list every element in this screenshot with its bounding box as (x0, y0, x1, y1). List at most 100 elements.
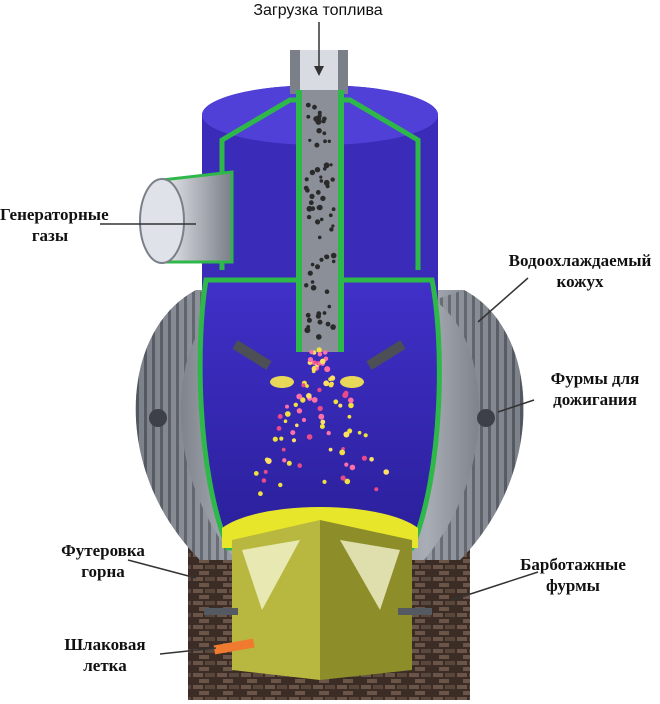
fuel-granule (322, 311, 327, 315)
fuel-granule (331, 259, 336, 264)
label-afterburning-tuyeres-line1: Фурмы для (550, 369, 640, 388)
burning-particle (320, 419, 326, 425)
fuel-granule (315, 115, 322, 122)
burning-particle (301, 383, 306, 388)
fuel-granule (330, 324, 336, 330)
burning-particles (253, 347, 390, 497)
burning-particle (361, 455, 367, 461)
burning-particle (348, 402, 354, 409)
burning-particle (317, 405, 323, 412)
fuel-granule (304, 283, 309, 288)
label-afterburning-tuyeres-line2: дожигания (553, 390, 637, 409)
fuel-granule (315, 190, 321, 195)
burning-particle (297, 463, 303, 468)
burning-particle (344, 478, 351, 485)
label-hearth-lining-line1: Футеровка (61, 541, 145, 560)
label-hearth-lining: Футеровка горна (38, 540, 168, 582)
fuel-granule (327, 139, 331, 143)
burning-particle (296, 393, 303, 400)
burning-particle (328, 447, 333, 452)
shell-tuyere-bolt-right (477, 409, 495, 427)
fuel-granule (312, 104, 317, 110)
fuel-granule (308, 200, 314, 206)
burning-particle (339, 449, 346, 456)
burning-particle (265, 458, 272, 464)
fuel-granule (320, 195, 326, 202)
burning-particle (383, 469, 390, 475)
fuel-granule (331, 224, 335, 228)
burning-particle (253, 471, 259, 476)
burning-particle (317, 387, 322, 393)
burning-particle (296, 408, 303, 414)
fuel-granule (330, 177, 335, 182)
label-water-cooled-jacket-line2: кожух (556, 272, 604, 291)
burning-particle (369, 457, 374, 462)
burning-particle (319, 424, 325, 429)
fuel-granule (329, 227, 334, 232)
fuel-granule (306, 317, 312, 323)
fuel-granule (310, 280, 315, 284)
burning-particle (340, 475, 346, 481)
afterburning-tuyere-left (232, 340, 294, 388)
fuel-granule (315, 219, 321, 225)
fuel-granule (305, 188, 310, 193)
burning-particle (293, 402, 298, 407)
fuel-granule (317, 110, 322, 115)
burning-particle (300, 397, 306, 403)
burning-particle (324, 366, 331, 373)
burning-particle (338, 403, 343, 408)
label-slag-notch: Шлаковая летка (50, 634, 160, 676)
burning-particle (328, 382, 334, 388)
burning-particle (279, 436, 284, 441)
label-fuel-loading: Загрузка топлива (228, 0, 408, 21)
fuel-granule (310, 285, 317, 291)
fuel-granule (325, 321, 331, 327)
gas-outlet-pipe (139, 170, 234, 264)
fuel-granule (319, 179, 324, 183)
fuel-granule (307, 270, 313, 276)
fuel-granule (319, 175, 323, 179)
burning-particle (348, 397, 354, 404)
fuel-granule (314, 167, 321, 173)
fuel-loading-shaft (290, 50, 348, 352)
burning-particle (357, 430, 362, 435)
burning-particle (306, 434, 313, 440)
burning-particle (281, 447, 286, 452)
burning-particle (276, 426, 282, 431)
fuel-granule (323, 162, 330, 169)
fuel-granule (319, 257, 324, 262)
burning-particle (347, 428, 353, 434)
burning-particle (343, 431, 350, 438)
fuel-granule (331, 207, 336, 212)
burning-particle (344, 462, 349, 467)
burning-particle (306, 393, 312, 399)
fuel-granule (304, 177, 309, 182)
fuel-granule (322, 131, 327, 136)
fuel-granule (319, 217, 324, 222)
burning-particle (323, 380, 330, 387)
burning-particle (311, 366, 317, 372)
fuel-granule (315, 313, 321, 319)
label-afterburning-tuyeres: Фурмы для дожигания (530, 368, 660, 410)
fuel-granule (306, 205, 313, 212)
label-bubbling-tuyeres: Барботажные фурмы (498, 554, 648, 596)
burning-particle (307, 357, 314, 363)
burning-particle (316, 347, 322, 353)
burning-particle (285, 404, 289, 409)
burning-particle (278, 482, 283, 488)
burning-particle (320, 358, 326, 365)
fuel-granule (323, 179, 330, 186)
burning-particle (363, 433, 368, 438)
hearth-core (232, 520, 412, 680)
fuel-granule (317, 319, 323, 325)
burning-particle (322, 350, 328, 355)
fuel-granule (321, 119, 326, 124)
burning-particle (263, 469, 268, 474)
shell-tuyere-bolt-left (149, 409, 167, 427)
burning-particle (261, 478, 267, 483)
label-bubbling-tuyeres-line1: Барботажные (520, 555, 626, 574)
fuel-granule (317, 235, 322, 240)
fuel-granule (323, 139, 327, 144)
label-slag-notch-line2: летка (83, 656, 127, 675)
